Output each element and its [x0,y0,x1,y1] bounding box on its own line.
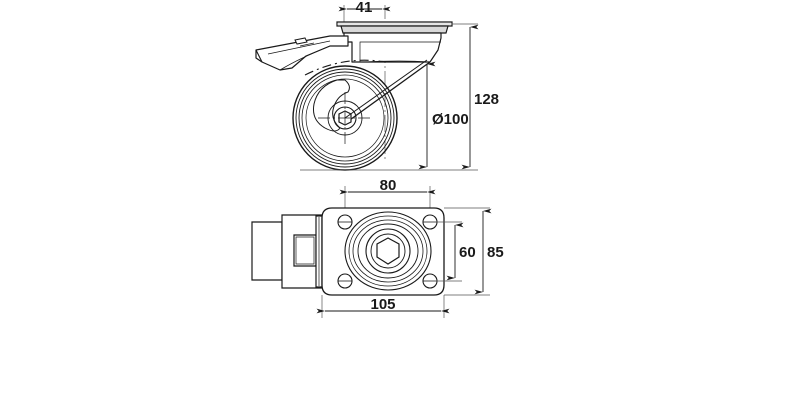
diameter-leader-line [344,59,428,119]
side-elevation-view: 41 [255,0,499,171]
bottom-plan-view: 80 [251,177,504,318]
kingpin-hex-nut [376,237,400,265]
dimension-60-label: 60 [459,244,476,261]
wheel-tyre [292,65,398,171]
dimension-41-label: 41 [356,0,373,16]
bolt-hole [337,214,353,230]
brake-pedal-bottom [251,214,323,289]
dimension-85-label: 85 [487,244,504,261]
dimension-85: 85 [444,207,504,296]
swivel-housing [343,32,442,63]
brake-pedal-lever [255,35,349,71]
dimension-105: 105 [316,295,450,318]
top-mounting-plate [336,21,453,34]
swivel-race-circles [344,211,432,291]
dimension-128-label: 128 [474,91,499,108]
swivel-swing-arc [304,59,386,76]
dimension-diameter-100-label: Ø100 [432,111,469,128]
dimension-105-label: 105 [370,296,395,313]
dimension-60: 60 [430,221,476,282]
bolt-hole [337,273,353,289]
dimension-80-label: 80 [380,177,397,194]
dimension-128: 128 [432,23,499,171]
dimension-41: 41 [338,0,391,16]
dimension-diameter-100: Ø100 [300,61,469,171]
